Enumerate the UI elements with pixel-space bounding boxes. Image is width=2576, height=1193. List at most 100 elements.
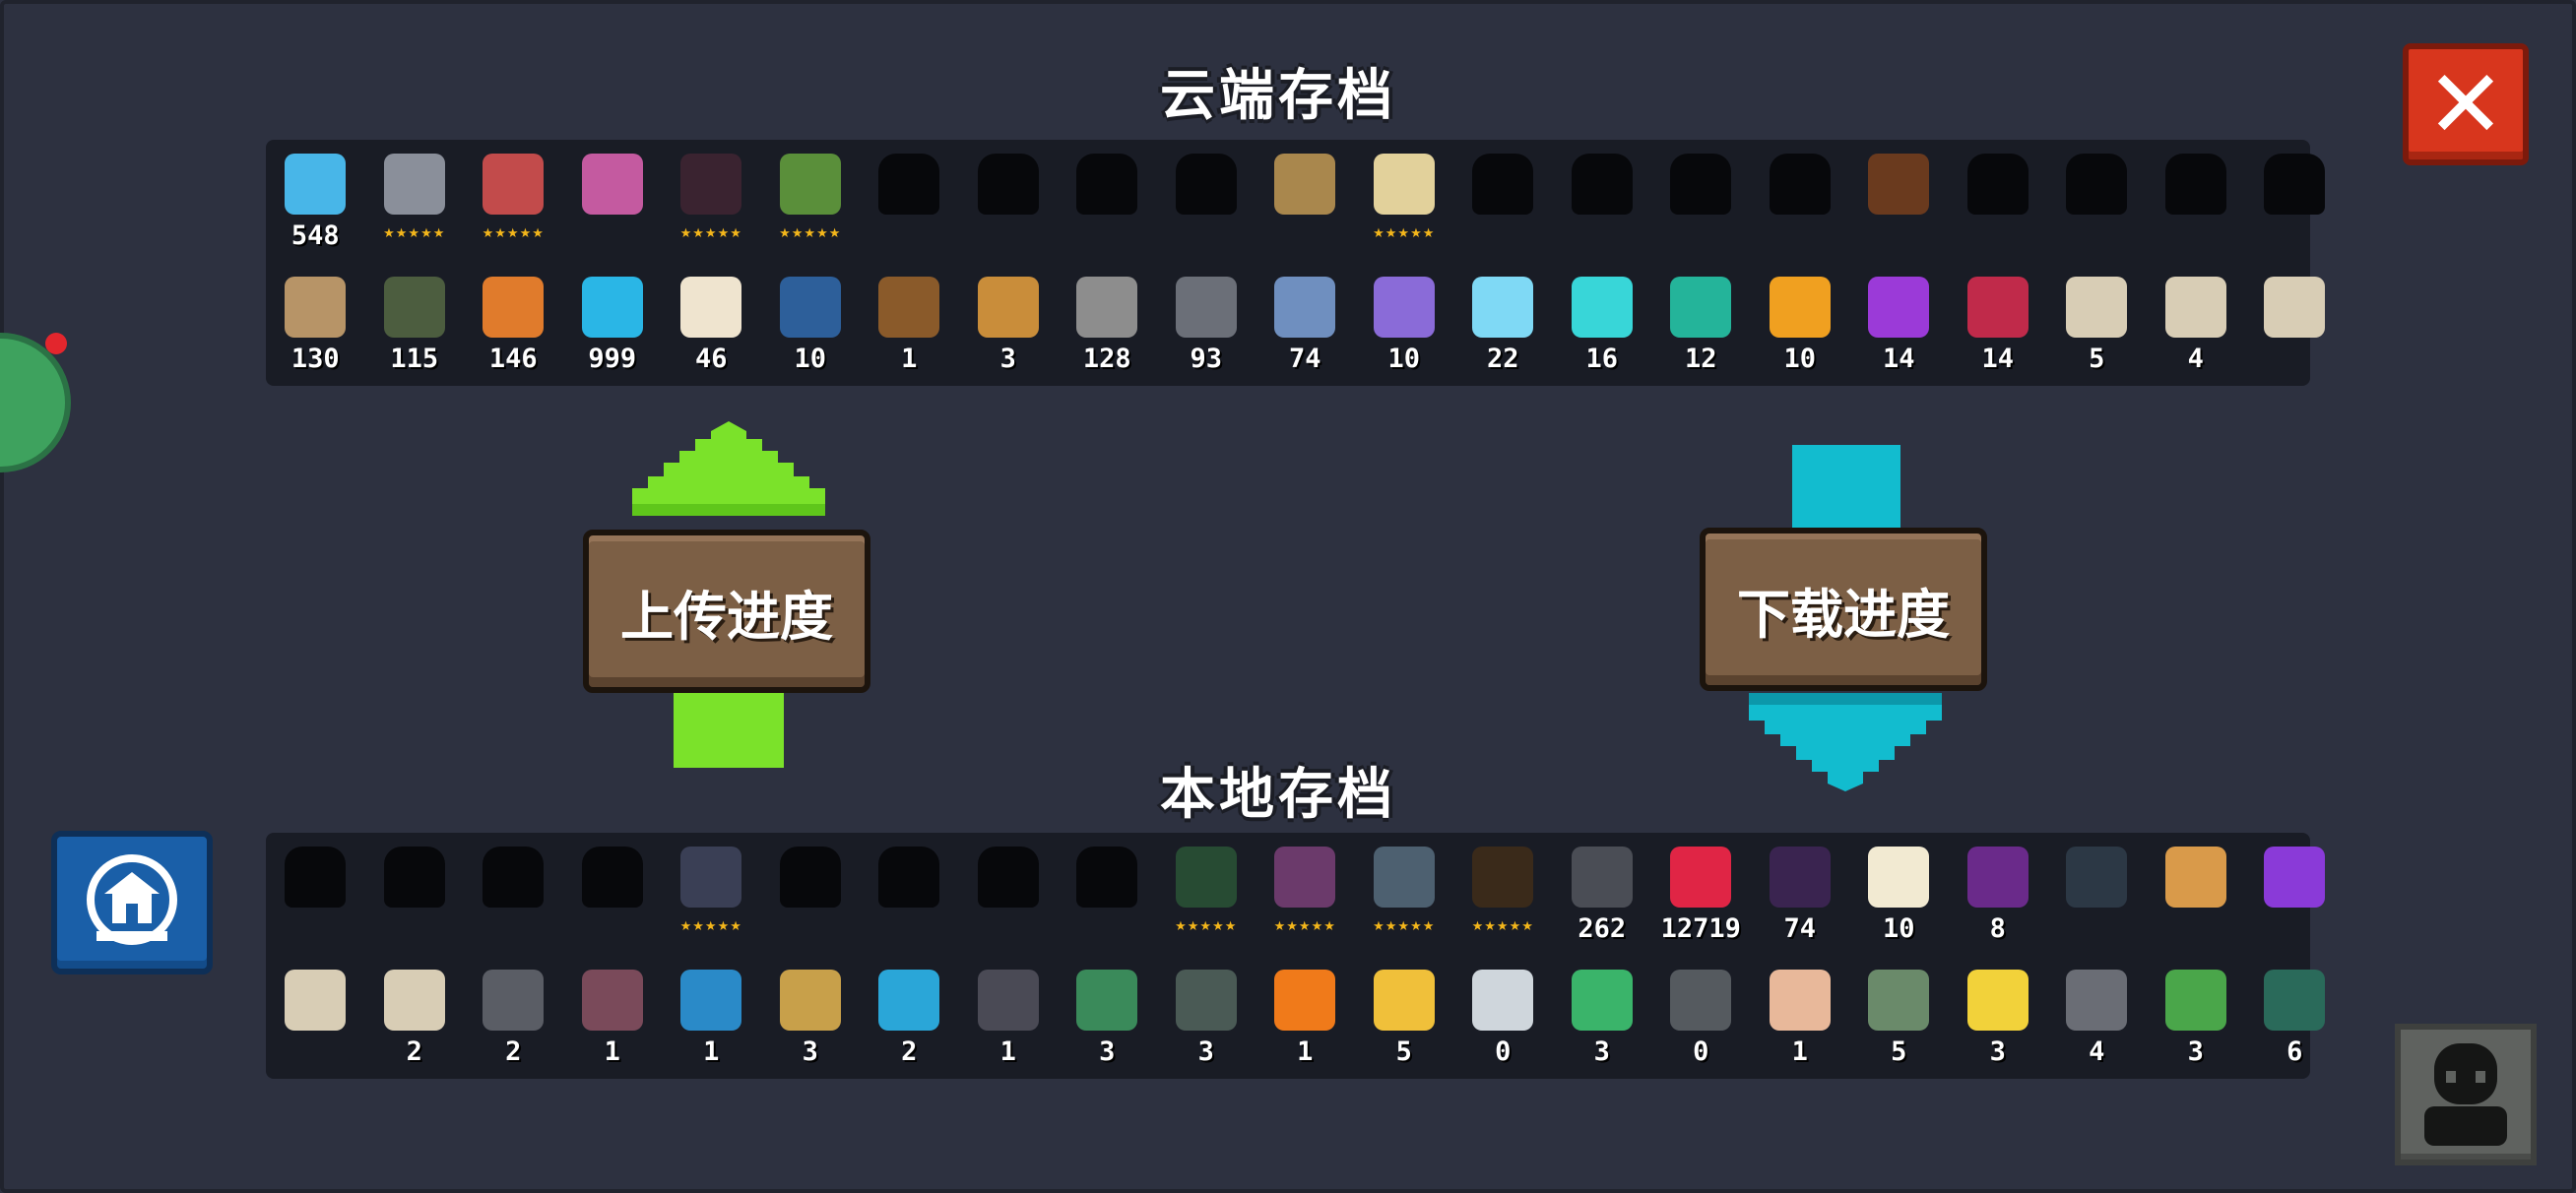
cloud-character-slot[interactable] xyxy=(2245,140,2345,263)
local-character-slot[interactable]: 262 xyxy=(1553,833,1652,956)
item-count: 2 xyxy=(406,1036,422,1067)
cloud-material-slot[interactable]: 93 xyxy=(1157,263,1256,386)
cloud-material-slot[interactable] xyxy=(2245,263,2345,386)
local-material-slot[interactable]: 2 xyxy=(860,956,959,1079)
cloud-material-slot[interactable]: 999 xyxy=(563,263,663,386)
cloud-material-slot[interactable]: 128 xyxy=(1058,263,1157,386)
cloud-material-slot[interactable]: 22 xyxy=(1453,263,1553,386)
local-character-slot[interactable]: ★★★★★ xyxy=(1157,833,1256,956)
item-count: 1 xyxy=(999,1036,1016,1067)
local-material-slot[interactable]: 3 xyxy=(1157,956,1256,1079)
local-material-slot[interactable]: 4 xyxy=(2047,956,2147,1079)
cloud-character-slot[interactable] xyxy=(1651,140,1751,263)
account-avatar-button[interactable] xyxy=(2395,1024,2537,1165)
cloud-character-slot[interactable]: ★★★★★ xyxy=(464,140,563,263)
cloud-character-slot[interactable]: ★★★★★ xyxy=(761,140,861,263)
cloud-material-slot[interactable]: 5 xyxy=(2047,263,2147,386)
cloud-character-slot[interactable]: ★★★★★ xyxy=(662,140,761,263)
cloud-character-slot[interactable]: ★★★★★ xyxy=(365,140,465,263)
local-material-slot[interactable]: 3 xyxy=(1553,956,1652,1079)
item-count: 10 xyxy=(1882,913,1915,944)
local-material-slot[interactable]: 1 xyxy=(1751,956,1850,1079)
cloud-character-slot[interactable] xyxy=(2047,140,2147,263)
cloud-material-slot[interactable]: 4 xyxy=(2147,263,2246,386)
local-material-slot[interactable]: 0 xyxy=(1453,956,1553,1079)
cloud-material-slot[interactable]: 115 xyxy=(365,263,465,386)
cloud-character-slot[interactable] xyxy=(1553,140,1652,263)
local-material-slot[interactable]: 0 xyxy=(1651,956,1751,1079)
local-character-slot[interactable]: 12719 xyxy=(1651,833,1751,956)
cloud-character-slot[interactable] xyxy=(563,140,663,263)
local-character-slot[interactable]: 8 xyxy=(1949,833,2048,956)
cloud-material-slot[interactable]: 16 xyxy=(1553,263,1652,386)
local-character-slot[interactable] xyxy=(2245,833,2345,956)
item-count: 5 xyxy=(1891,1036,1907,1067)
local-material-slot[interactable]: 1 xyxy=(959,956,1059,1079)
cloud-material-slot[interactable]: 10 xyxy=(1355,263,1454,386)
local-character-slot[interactable] xyxy=(2147,833,2246,956)
locked-icon xyxy=(977,154,1039,215)
cloud-character-slot[interactable] xyxy=(1058,140,1157,263)
cloud-material-slot[interactable]: 12 xyxy=(1651,263,1751,386)
local-character-slot[interactable] xyxy=(2047,833,2147,956)
cloud-character-slot[interactable] xyxy=(1256,140,1355,263)
cloud-character-slot[interactable] xyxy=(1157,140,1256,263)
local-character-slot[interactable] xyxy=(563,833,663,956)
cloud-character-slot[interactable] xyxy=(1949,140,2048,263)
cloud-material-slot[interactable]: 3 xyxy=(959,263,1059,386)
local-material-slot[interactable] xyxy=(266,956,365,1079)
local-character-slot[interactable]: ★★★★★ xyxy=(1256,833,1355,956)
local-character-slot[interactable] xyxy=(464,833,563,956)
local-character-slot[interactable] xyxy=(365,833,465,956)
local-character-slot[interactable] xyxy=(1058,833,1157,956)
local-material-slot[interactable]: 2 xyxy=(365,956,465,1079)
local-material-slot[interactable]: 3 xyxy=(2147,956,2246,1079)
cloud-material-slot[interactable]: 10 xyxy=(761,263,861,386)
cloud-material-slot[interactable]: 130 xyxy=(266,263,365,386)
profile-badge-button[interactable] xyxy=(51,831,213,974)
cloud-material-slot[interactable]: 146 xyxy=(464,263,563,386)
local-material-slot[interactable]: 3 xyxy=(1949,956,2048,1079)
cloud-material-slot[interactable]: 14 xyxy=(1849,263,1949,386)
local-character-slot[interactable]: ★★★★★ xyxy=(662,833,761,956)
download-progress-button[interactable]: 下载进度 xyxy=(1700,528,1987,691)
cloud-material-slot[interactable]: 10 xyxy=(1751,263,1850,386)
cloud-material-slot[interactable]: 14 xyxy=(1949,263,2048,386)
scroll-icon xyxy=(2066,277,2128,338)
local-material-slot[interactable]: 1 xyxy=(1256,956,1355,1079)
cloud-character-slot[interactable]: ★★★★★ xyxy=(1355,140,1454,263)
local-material-slot[interactable]: 5 xyxy=(1355,956,1454,1079)
cloud-material-slot[interactable]: 74 xyxy=(1256,263,1355,386)
local-material-slot[interactable]: 5 xyxy=(1849,956,1949,1079)
carrot-icon xyxy=(1274,970,1336,1031)
assassin-icon xyxy=(680,154,742,215)
item-count: 5 xyxy=(2089,344,2105,374)
cloud-character-slot[interactable]: 548 xyxy=(266,140,365,263)
local-material-slot[interactable]: 3 xyxy=(1058,956,1157,1079)
local-character-slot[interactable]: ★★★★★ xyxy=(1355,833,1454,956)
local-character-slot[interactable]: 10 xyxy=(1849,833,1949,956)
local-material-slot[interactable]: 1 xyxy=(662,956,761,1079)
local-material-slot[interactable]: 2 xyxy=(464,956,563,1079)
cloud-character-slot[interactable] xyxy=(860,140,959,263)
local-character-slot[interactable] xyxy=(959,833,1059,956)
item-count: 4 xyxy=(2089,1036,2105,1067)
can-icon xyxy=(1175,970,1237,1031)
local-material-slot[interactable]: 3 xyxy=(761,956,861,1079)
local-character-slot[interactable]: ★★★★★ xyxy=(1453,833,1553,956)
cloud-character-slot[interactable] xyxy=(959,140,1059,263)
local-character-slot[interactable]: 74 xyxy=(1751,833,1850,956)
local-character-slot[interactable] xyxy=(266,833,365,956)
cloud-material-slot[interactable]: 1 xyxy=(860,263,959,386)
cloud-character-slot[interactable] xyxy=(2147,140,2246,263)
local-material-slot[interactable]: 1 xyxy=(563,956,663,1079)
upload-progress-button[interactable]: 上传进度 xyxy=(583,530,870,693)
cloud-character-slot[interactable] xyxy=(1849,140,1949,263)
close-button[interactable]: ✕ xyxy=(2403,43,2529,165)
cloud-material-slot[interactable]: 46 xyxy=(662,263,761,386)
local-character-slot[interactable] xyxy=(761,833,861,956)
cloud-character-slot[interactable] xyxy=(1453,140,1553,263)
local-character-slot[interactable] xyxy=(860,833,959,956)
cloud-character-slot[interactable] xyxy=(1751,140,1850,263)
local-material-slot[interactable]: 6 xyxy=(2245,956,2345,1079)
